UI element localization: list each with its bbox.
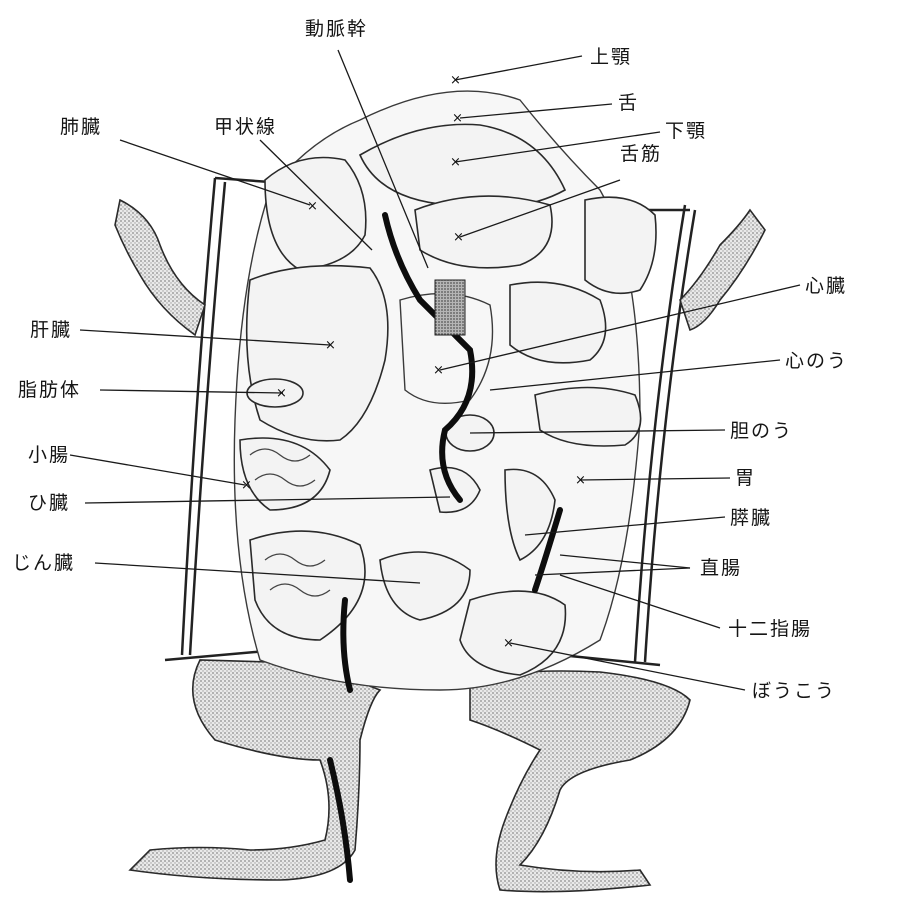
label-kidney: じん臓: [12, 552, 75, 574]
label-bladder: ぼうこう: [752, 680, 836, 702]
svg-text:×: ×: [452, 111, 463, 126]
svg-text:×: ×: [450, 155, 461, 170]
svg-text:×: ×: [575, 473, 586, 488]
label-duodenum: 十二指腸: [728, 618, 812, 640]
svg-text:×: ×: [276, 386, 287, 401]
label-spleen: ひ臓: [28, 492, 70, 514]
label-stomach: 胃: [735, 467, 756, 489]
label-lung: 肺臓: [60, 116, 102, 138]
label-rectum: 直腸: [700, 557, 742, 579]
svg-text:×: ×: [450, 73, 461, 88]
label-liver: 肝臓: [30, 319, 72, 341]
label-heart: 心臓: [805, 275, 847, 297]
label-tongue: 舌: [618, 92, 639, 114]
label-small-intestine: 小腸: [28, 444, 70, 466]
svg-text:×: ×: [433, 363, 444, 378]
svg-text:×: ×: [325, 338, 336, 353]
svg-text:×: ×: [503, 636, 514, 651]
left-hindlimb: [130, 660, 380, 880]
tongue-muscle-organ: [415, 196, 552, 268]
label-pancreas: 膵臓: [730, 507, 772, 529]
label-upper-jaw: 上顎: [590, 46, 632, 68]
label-lower-jaw: 下顎: [665, 120, 707, 142]
label-pericardium: 心のう: [785, 350, 848, 372]
heart-chamber: [435, 280, 465, 335]
label-tongue-muscle: 舌筋: [620, 143, 662, 165]
svg-text:×: ×: [307, 199, 318, 214]
right-hindlimb: [470, 671, 690, 892]
right-lung: [585, 197, 656, 293]
label-aortic-trunk: 動脈幹: [305, 18, 368, 40]
label-fat-body: 脂肪体: [18, 379, 81, 401]
label-thyroid: 甲状線: [214, 116, 277, 138]
svg-text:×: ×: [453, 230, 464, 245]
left-forelimb: [115, 200, 205, 335]
svg-text:×: ×: [241, 478, 252, 493]
label-gallbladder: 胆のう: [730, 420, 793, 442]
